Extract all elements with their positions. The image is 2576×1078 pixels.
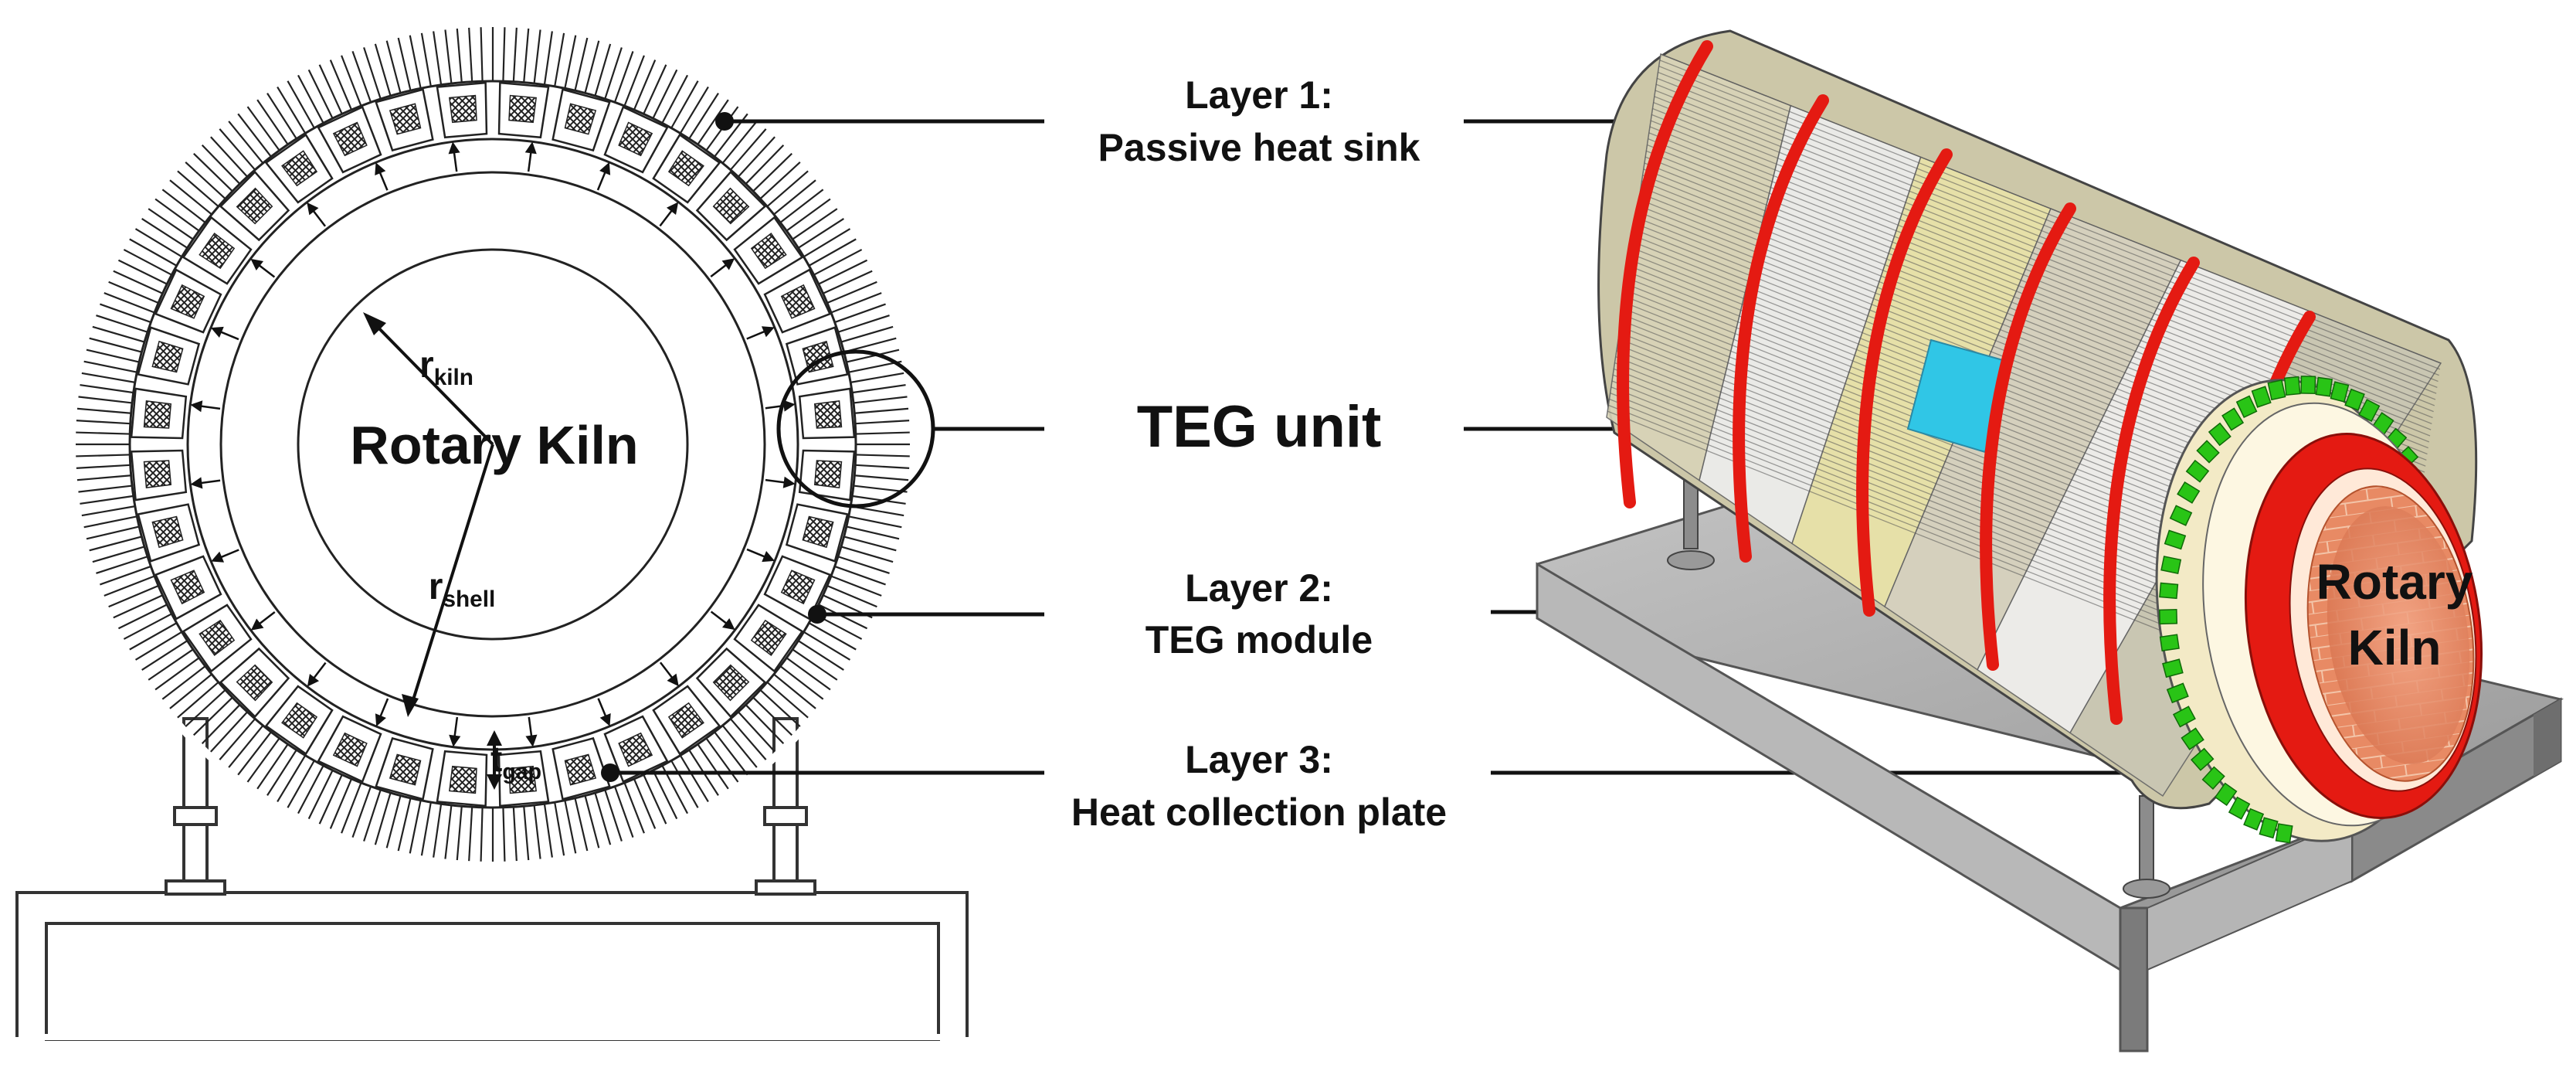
callout-layer-3: Layer 3: Heat collection plate: [1071, 738, 1447, 834]
teg-module-ring: [130, 81, 856, 808]
svg-text:TEG module: TEG module: [1145, 618, 1373, 661]
svg-text:Heat collection plate: Heat collection plate: [1071, 791, 1447, 834]
callout-layer-1: Layer 1: Passive heat sink: [1098, 73, 1420, 169]
support-frame: [15, 891, 969, 1041]
support-leg-right: [755, 717, 816, 896]
green-teg-modules: [2159, 376, 2419, 844]
heat-flow-arrows: [190, 141, 796, 747]
support-foot-front: [2123, 795, 2170, 899]
kiln-3d-label-line2: Kiln: [2348, 620, 2442, 675]
callout-teg-unit: TEG unit: [1137, 394, 1382, 460]
isometric-view: Rotary Kiln: [1536, 29, 2564, 1052]
r-shell-arrowhead: [402, 694, 419, 717]
r-kiln-arrowhead: [363, 312, 386, 335]
cross-section-view: Rotary Kiln rkiln rshell tgap: [15, 19, 969, 1041]
svg-text:Layer 3:: Layer 3:: [1185, 738, 1333, 781]
svg-text:Passive heat sink: Passive heat sink: [1098, 126, 1420, 169]
teg-unit-highlight-circle: [776, 349, 935, 508]
kiln-3d-label-line1: Rotary: [2316, 554, 2473, 610]
r-kiln-label: rkiln: [419, 345, 473, 390]
svg-text:Layer 1:: Layer 1:: [1185, 73, 1333, 117]
kiln-label: Rotary Kiln: [350, 415, 638, 475]
r-shell-label: rshell: [429, 566, 495, 612]
r-kiln-arrow: [368, 317, 494, 446]
svg-text:Layer 2:: Layer 2:: [1185, 566, 1333, 610]
kiln-end-face: [2155, 376, 2483, 844]
t-gap-label: tgap: [490, 739, 541, 784]
r-shell-arrow: [409, 444, 494, 708]
callout-layer-2: Layer 2: TEG module: [1145, 566, 1373, 661]
